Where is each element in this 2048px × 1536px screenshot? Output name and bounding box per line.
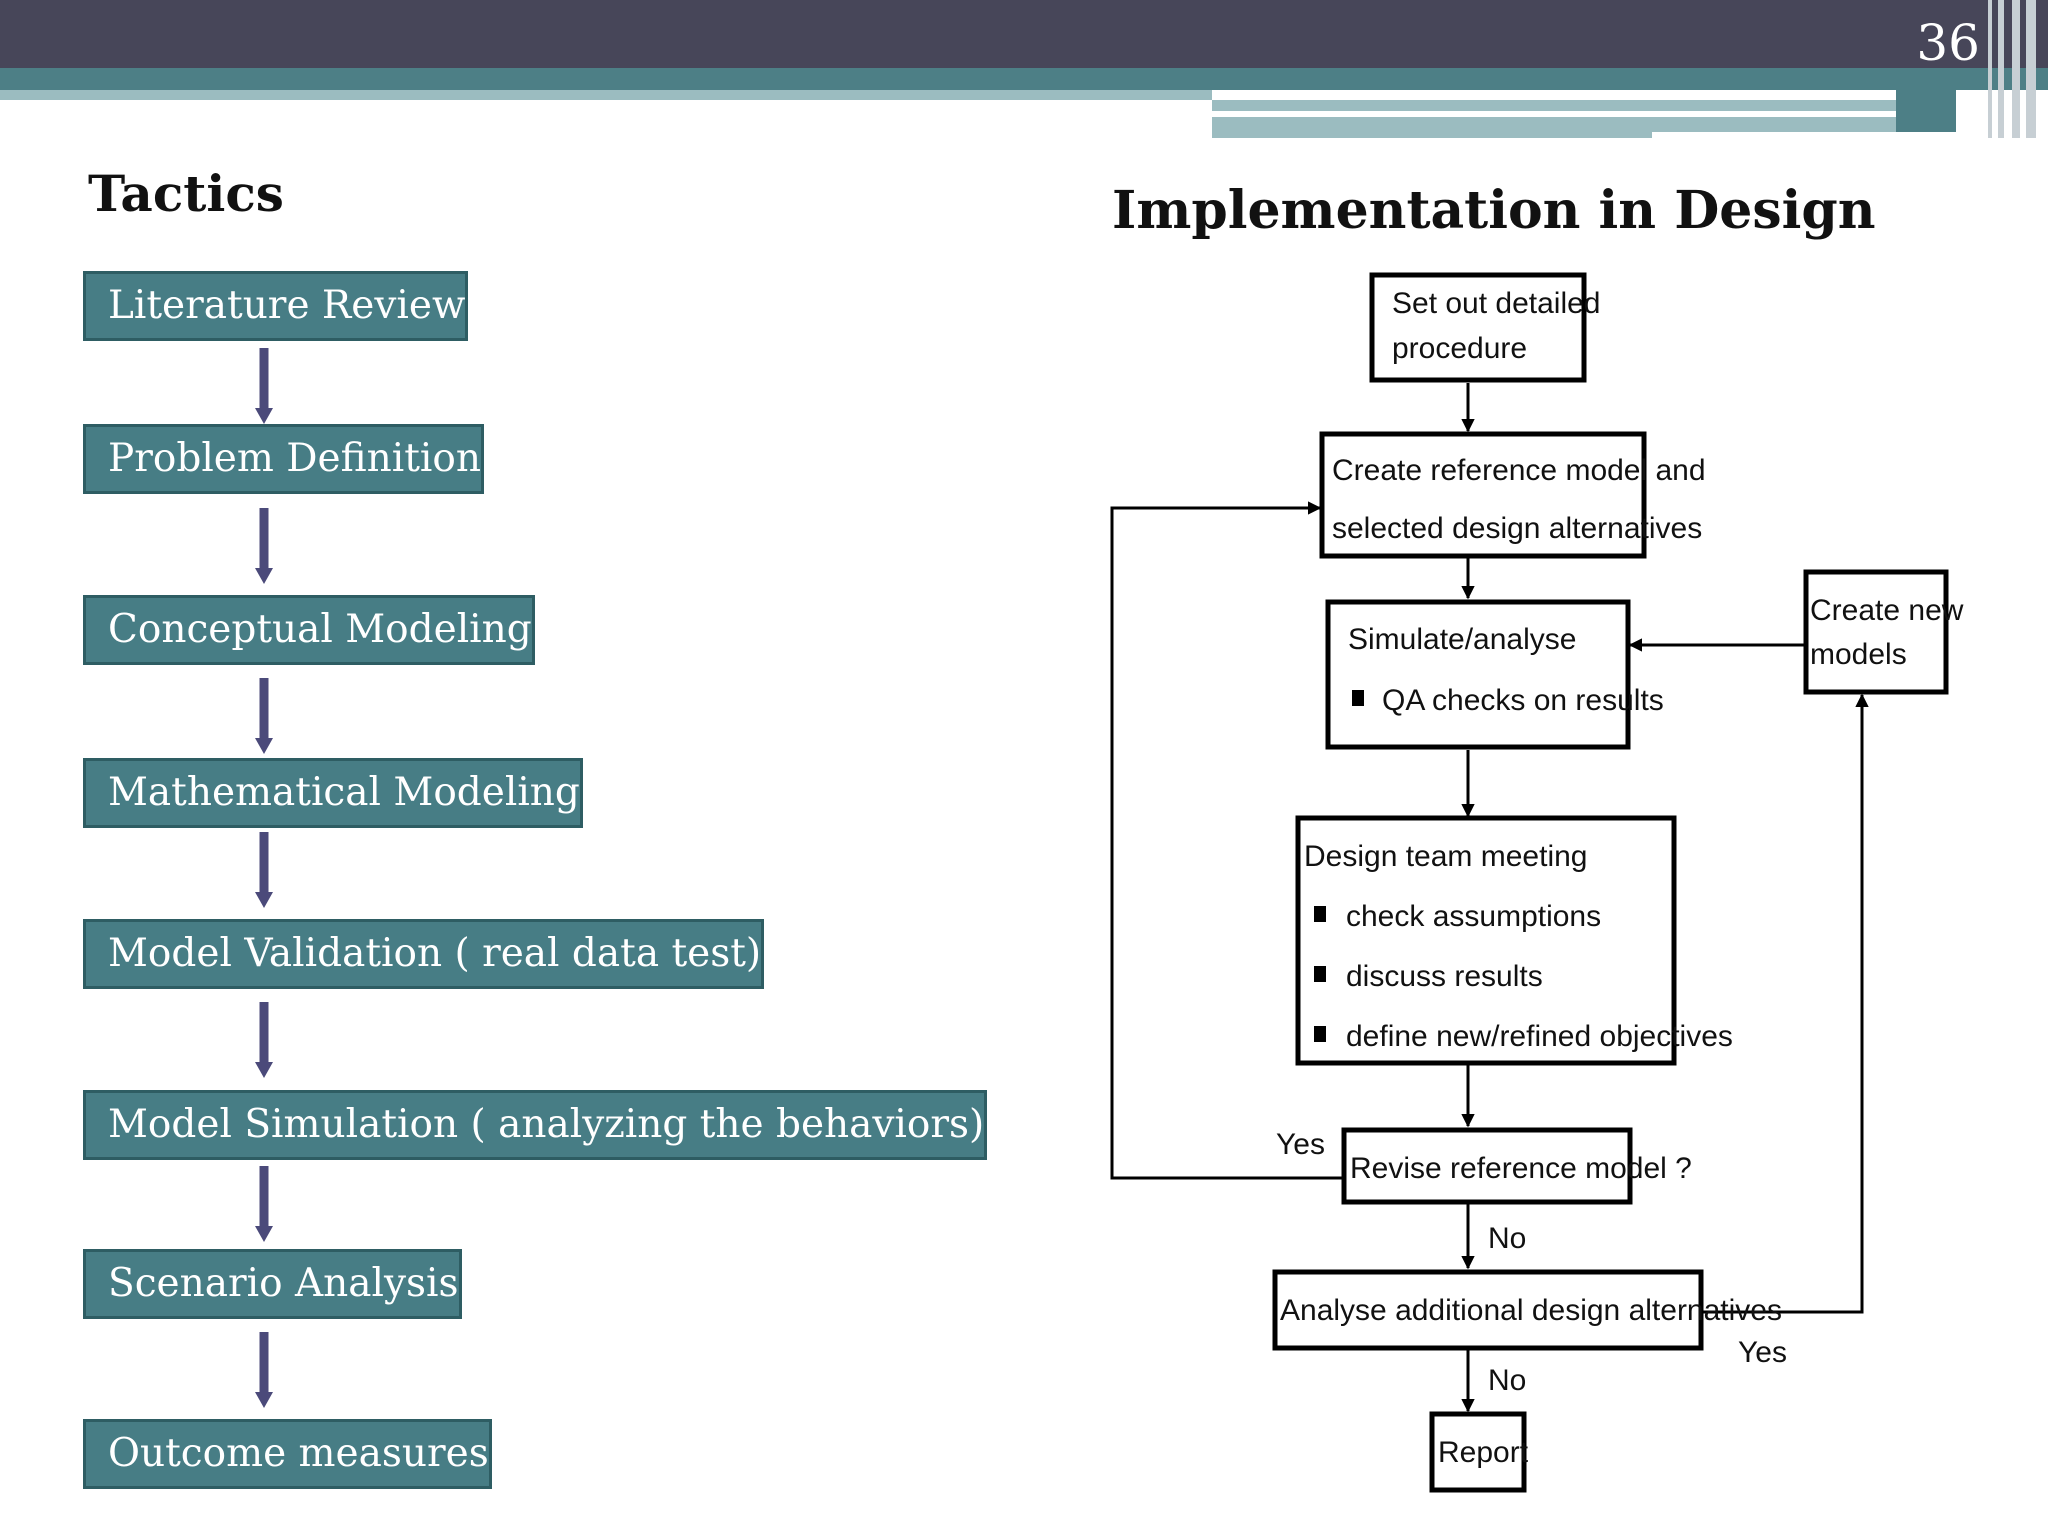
- down-arrow-icon: [255, 1332, 273, 1408]
- design-heading: Implementation in Design: [1112, 180, 1876, 241]
- down-arrow-icon: [255, 508, 273, 584]
- header-accent-band-light: [0, 90, 1212, 100]
- procedure-box-text: procedure: [1392, 332, 1527, 365]
- slide-number: 36: [1916, 14, 1980, 72]
- tactic-step: Scenario Analysis: [83, 1249, 462, 1319]
- down-arrow-icon: [255, 348, 273, 424]
- header-stripe: [2026, 0, 2036, 138]
- tactic-step: Outcome measures: [83, 1419, 492, 1489]
- reference-model-text: selected design alternatives: [1332, 512, 1702, 545]
- simulate-box-text: QA checks on results: [1382, 684, 1664, 717]
- yes-label: Yes: [1738, 1336, 1787, 1369]
- down-arrow-icon: [255, 678, 273, 754]
- revise-box-text: Revise reference model ?: [1350, 1152, 1692, 1185]
- procedure-box-text: Set out detailed: [1392, 287, 1601, 320]
- tactic-step: Literature Review: [83, 271, 469, 341]
- header-accent-corner: [1896, 68, 1956, 132]
- tactic-step: Mathematical Modeling: [83, 758, 583, 828]
- new-models-box: [1803, 569, 1949, 695]
- bullet-icon: [1352, 690, 1364, 706]
- simulate-box: [1325, 599, 1631, 750]
- meeting-box-text: define new/refined objectives: [1346, 1020, 1733, 1053]
- loop-arrow-new-models: [1702, 693, 1869, 1314]
- revise-box: [1341, 1127, 1633, 1205]
- report-box: [1429, 1411, 1527, 1493]
- meeting-box: [1295, 815, 1677, 1066]
- header-stripe: [1988, 0, 1992, 138]
- header-stripe: [2012, 0, 2020, 138]
- bullet-icon: [1314, 906, 1326, 922]
- analyse-box-text: Analyse additional design alternatives: [1280, 1294, 1782, 1327]
- reference-model-text: Create reference model and: [1332, 454, 1706, 487]
- meeting-box-text: Design team meeting: [1304, 840, 1587, 873]
- down-arrow-icon: [255, 1002, 273, 1078]
- no-label: No: [1488, 1222, 1526, 1255]
- tactics-heading: Tactics: [88, 164, 284, 223]
- report-box-text: Report: [1438, 1436, 1529, 1469]
- loop-arrow-revise: [1110, 501, 1342, 1180]
- analyse-box: [1272, 1269, 1704, 1351]
- new-models-text: models: [1810, 638, 1907, 671]
- header-bar: [0, 0, 2048, 68]
- new-models-text: Create new: [1810, 594, 1964, 627]
- yes-label: Yes: [1276, 1128, 1325, 1161]
- no-label: No: [1488, 1364, 1526, 1397]
- header-stripe: [1998, 0, 2004, 138]
- header-accent-thin-line: [1212, 132, 1652, 138]
- tactic-step: Model Simulation ( analyzing the behavio…: [83, 1090, 988, 1160]
- meeting-box-text: discuss results: [1346, 960, 1543, 993]
- simulate-box-text: Simulate/analyse: [1348, 623, 1576, 656]
- reference-model-box: [1319, 431, 1647, 559]
- tactic-step: Conceptual Modeling: [83, 595, 535, 665]
- tactic-step: Problem Definition: [83, 424, 484, 494]
- header-accent-gap: [1212, 111, 1896, 117]
- bullet-icon: [1314, 1026, 1326, 1042]
- down-arrow-icon: [255, 832, 273, 908]
- down-arrow-icon: [255, 1166, 273, 1242]
- bullet-icon: [1314, 966, 1326, 982]
- header-accent-band: [0, 68, 2048, 90]
- procedure-box: [1369, 272, 1587, 383]
- tactic-step: Model Validation ( real data test): [83, 919, 765, 989]
- meeting-box-text: check assumptions: [1346, 900, 1601, 933]
